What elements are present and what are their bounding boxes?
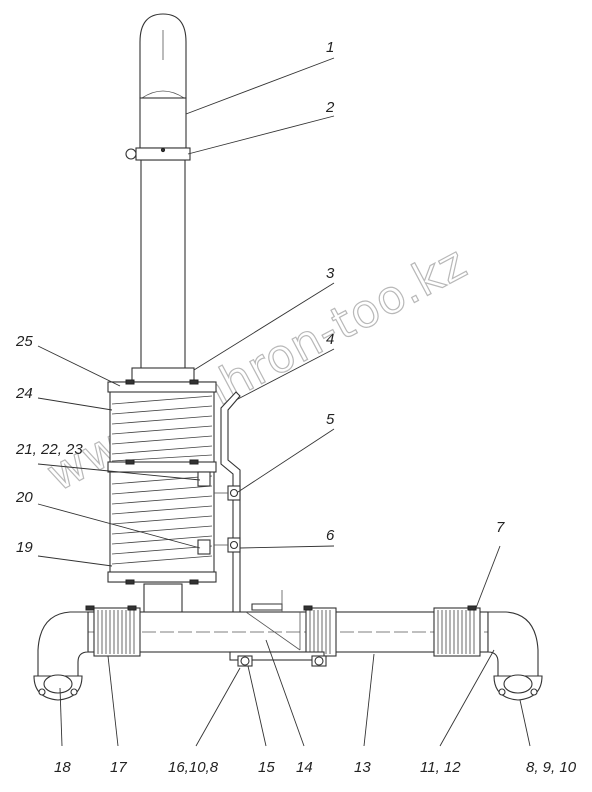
callout-6: 6	[326, 527, 335, 544]
pipe-adapter	[131, 367, 195, 383]
callout-13: 13	[354, 759, 371, 776]
tail-pipe	[139, 13, 187, 371]
callout-16-10-8: 16,10,8	[168, 759, 219, 776]
cross-pipe	[87, 611, 489, 653]
middle-flex-hose	[303, 605, 337, 657]
leader-lines	[37, 57, 531, 747]
callout-15: 15	[258, 759, 275, 776]
callout-labels: 1 2 3 4 5 6 7 8, 9, 10 11, 12 13 14 15 1…	[15, 39, 577, 776]
callout-7: 7	[496, 519, 505, 536]
right-flex-hose	[433, 605, 481, 657]
callout-17: 17	[110, 759, 127, 776]
callout-4: 4	[326, 331, 334, 348]
muffler-outlet	[143, 583, 183, 615]
callout-1: 1	[326, 39, 334, 56]
callout-19: 19	[16, 539, 33, 556]
muffler-winding-upper	[111, 395, 213, 462]
callout-21-22-23: 21, 22, 23	[15, 441, 83, 458]
muffler	[107, 379, 217, 585]
right-elbow	[487, 611, 543, 701]
left-elbow	[33, 611, 89, 701]
muffler-winding-lower	[111, 475, 213, 565]
watermark: www.sinhron-too.kz	[38, 235, 476, 502]
pipe-clamp	[125, 147, 191, 161]
callout-25: 25	[15, 333, 33, 350]
callout-2: 2	[325, 99, 335, 116]
callout-3: 3	[326, 265, 335, 282]
mounting-bracket	[214, 391, 241, 655]
callout-20: 20	[15, 489, 33, 506]
base-plate	[229, 651, 327, 667]
left-flex-hose	[85, 605, 141, 657]
tee-gusset	[245, 590, 301, 651]
callout-14: 14	[296, 759, 313, 776]
callout-24: 24	[15, 385, 33, 402]
callout-11-12: 11, 12	[420, 759, 461, 776]
callout-5: 5	[326, 411, 335, 428]
callout-18: 18	[54, 759, 71, 776]
callout-8-9-10: 8, 9, 10	[526, 759, 577, 776]
